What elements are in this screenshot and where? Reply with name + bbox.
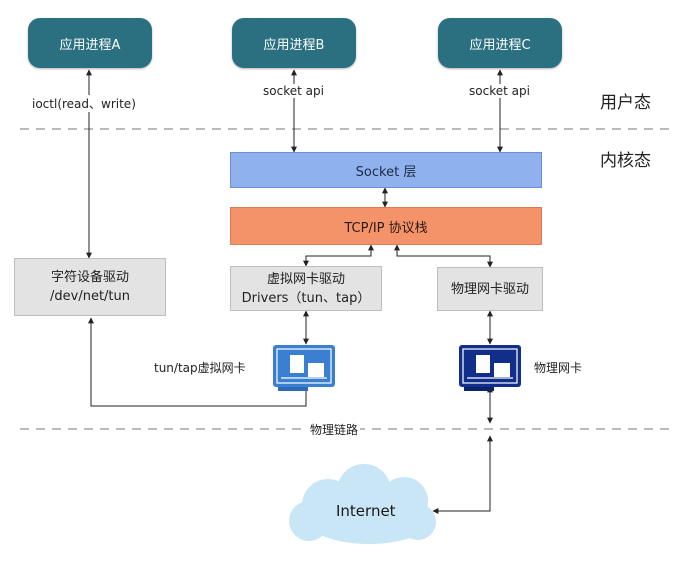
socket-layer: Socket 层 — [230, 152, 542, 188]
virtual-nic-driver-label: 虚拟网卡驱动 — [266, 271, 345, 287]
virtual-nic-driver-detail: Drivers（tun、tap） — [241, 290, 371, 306]
kernel-space-label: 内核态 — [600, 151, 651, 171]
socket-api-b-label: socket api — [261, 84, 326, 98]
physical-link-label: 物理链路 — [308, 421, 361, 438]
app-process-b: 应用进程B — [232, 18, 356, 68]
internet-cloud — [289, 464, 436, 544]
link-tcp-virtual-driver — [303, 244, 374, 267]
tun-tap-card-icon — [273, 345, 335, 391]
user-space-label: 用户态 — [600, 93, 651, 113]
app-process-c: 应用进程C — [438, 18, 562, 68]
internet-label: Internet — [336, 502, 396, 520]
physical-card-label: 物理网卡 — [534, 361, 583, 375]
char-device-path-label: /dev/net/tun — [50, 289, 130, 304]
virtual-nic-driver: 虚拟网卡驱动 Drivers（tun、tap） — [230, 266, 382, 311]
link-virtual-card-char-device — [88, 317, 307, 407]
tun-tap-card-label: tun/tap虚拟网卡 — [154, 361, 246, 375]
tcpip-stack-label: TCP/IP 协议栈 — [344, 220, 428, 236]
link-physical-internet — [432, 435, 493, 514]
physical-card-icon — [459, 345, 521, 391]
app-process-a-label: 应用进程A — [59, 37, 121, 53]
link-tcp-physical-driver — [394, 244, 493, 268]
char-device-driver-label: 字符设备驱动 — [50, 270, 129, 285]
ioctl-label: ioctl(read、write) — [30, 95, 138, 112]
tcpip-stack: TCP/IP 协议栈 — [230, 207, 542, 245]
app-process-a: 应用进程A — [28, 18, 152, 68]
physical-nic-driver-label: 物理网卡驱动 — [450, 281, 529, 297]
physical-nic-driver: 物理网卡驱动 — [437, 267, 543, 311]
char-device-driver: 字符设备驱动 /dev/net/tun — [14, 258, 166, 316]
socket-layer-label: Socket 层 — [355, 164, 417, 180]
app-process-b-label: 应用进程B — [263, 37, 325, 53]
app-process-c-label: 应用进程C — [469, 37, 531, 53]
socket-api-c-label: socket api — [467, 84, 532, 98]
